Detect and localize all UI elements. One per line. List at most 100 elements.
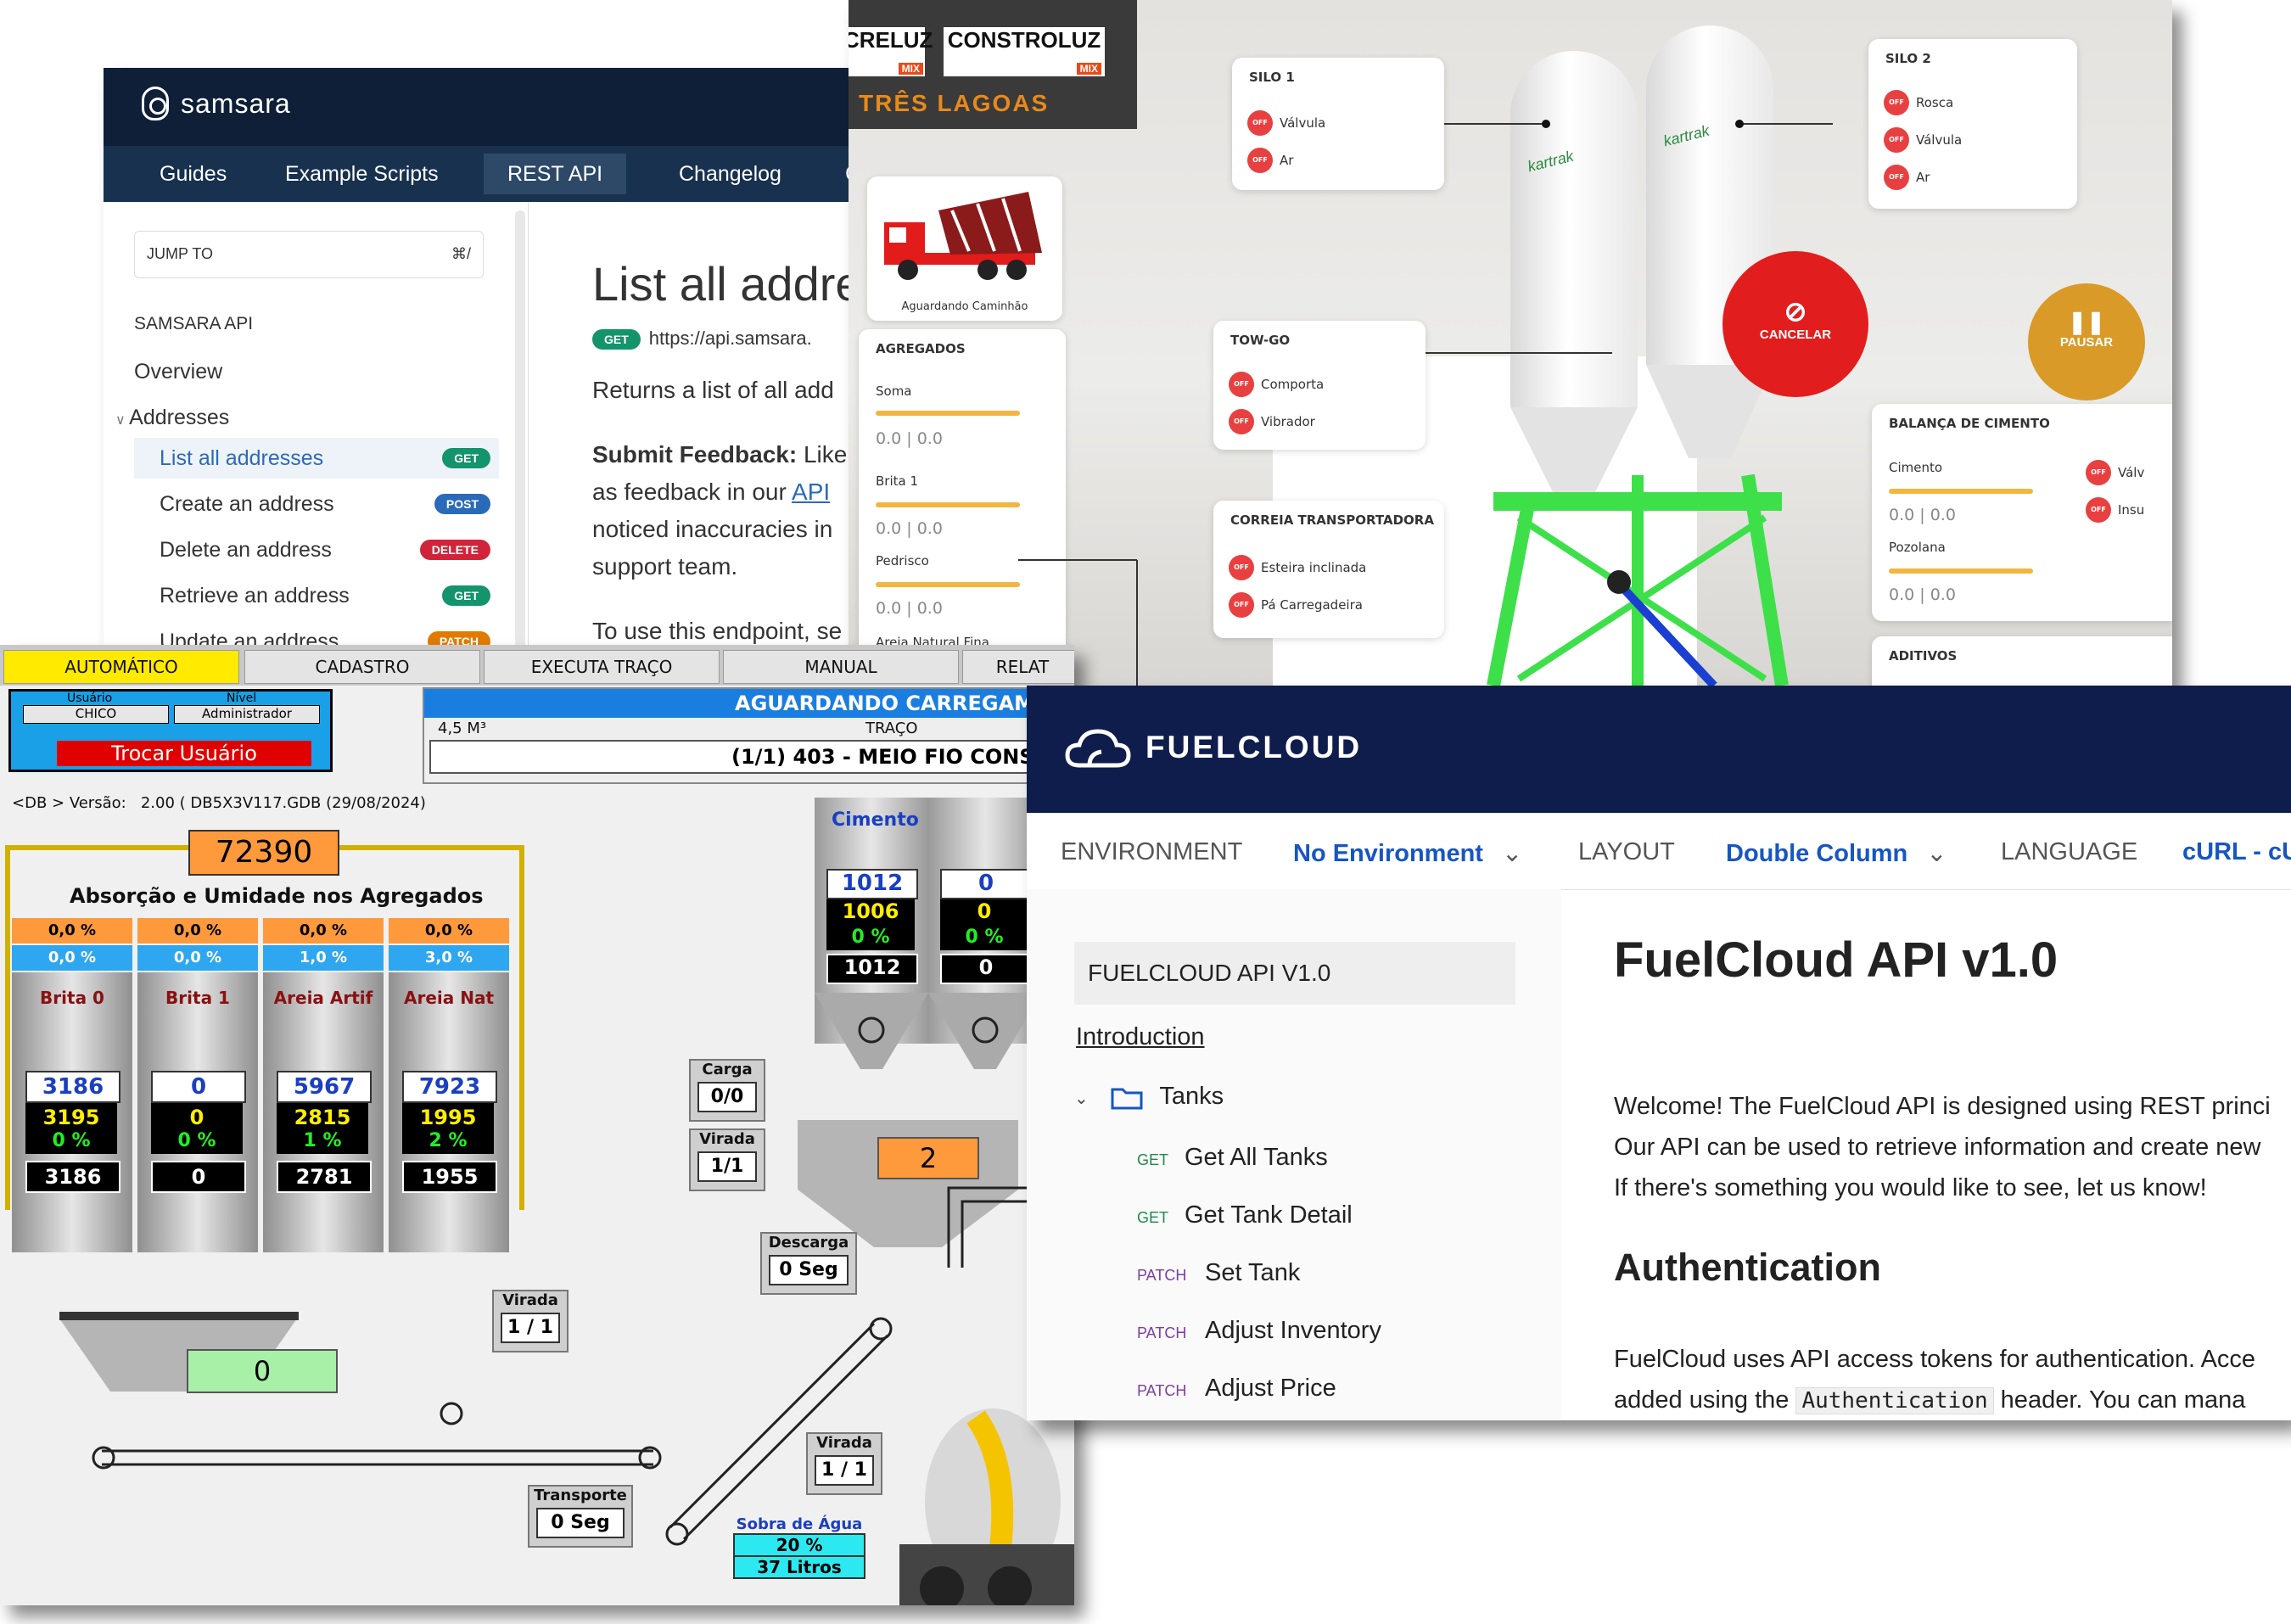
scada-batching-window: AUTOMÁTICO CADASTRO EXECUTA TRAÇO MANUAL… <box>0 645 1074 1605</box>
mixer-truck-icon <box>884 192 1042 280</box>
method-badge: GET <box>592 329 641 350</box>
api-link[interactable]: API <box>792 479 831 505</box>
cancel-button[interactable]: ⊘ CANCELAR <box>1722 251 1868 397</box>
cimento-value: 0.0 | 0.0 <box>1889 506 1956 524</box>
sidebar-item-delete-address[interactable]: Delete an address DELETE <box>134 529 499 570</box>
tab-automatico[interactable]: AUTOMÁTICO <box>3 650 239 684</box>
tab-rest-api[interactable]: REST API <box>484 154 627 194</box>
tab-relatorios[interactable]: RELAT <box>962 650 1074 684</box>
row-label: Ar <box>1280 153 1294 168</box>
environment-select[interactable]: No Environment⌄ <box>1293 838 1522 868</box>
soma-value: 0.0 | 0.0 <box>876 429 943 448</box>
off-status-icon: OFF <box>1884 90 1909 115</box>
tab-guides[interactable]: Guides <box>160 162 227 186</box>
sidebar-section-title: SAMSARA API <box>134 314 254 333</box>
info-box-value: 0 Seg <box>769 1255 849 1285</box>
cement-2-set: 0 <box>940 869 1032 899</box>
endpoint-url-text: https://api.samsara. <box>648 328 812 349</box>
pause-button[interactable]: ❚❚ PAUSAR <box>2028 283 2145 400</box>
pedrisco-value: 0.0 | 0.0 <box>876 599 943 618</box>
towgo-title: TOW-GO <box>1230 333 1291 348</box>
bin-name: Brita 1 <box>165 988 230 1008</box>
language-select[interactable]: cURL - cU <box>2182 838 2291 865</box>
sidebar-scrollbar[interactable] <box>515 210 525 662</box>
sidebar-item-introduction[interactable]: Introduction <box>1076 1023 1205 1050</box>
cimento-bar <box>1889 489 2033 494</box>
bin-moisture: 3,0 % <box>389 945 509 971</box>
intro-line-2: Our API can be used to retrieve informat… <box>1614 1134 2261 1161</box>
pozolana-value: 0.0 | 0.0 <box>1889 585 1956 604</box>
tab-changelog[interactable]: Changelog <box>679 162 781 186</box>
auth-heading: Authentication <box>1614 1246 1881 1289</box>
tab-cadastro[interactable]: CADASTRO <box>244 650 480 684</box>
sidebar-item-list-addresses[interactable]: List all addresses GET <box>134 438 499 479</box>
bin-real: 2781 <box>277 1161 372 1193</box>
sidebar-item-overview[interactable]: Overview <box>134 360 223 384</box>
tab-executa-traco[interactable]: EXECUTA TRAÇO <box>484 650 720 684</box>
construluz-mix: MIX <box>1076 63 1101 75</box>
soma-label: Soma <box>876 384 912 399</box>
feedback-text: Submit Feedback: Like <box>592 436 847 473</box>
layout-select[interactable]: Double Column⌄ <box>1726 838 1947 868</box>
switch-user-button[interactable]: Trocar Usuário <box>57 741 311 766</box>
fuelcloud-docs-window: FUELCLOUD ENVIRONMENT No Environment⌄ LA… <box>1027 686 2291 1420</box>
bin-name: Areia Artif <box>273 988 373 1008</box>
aditivos-title: ADITIVOS <box>1889 648 1958 664</box>
pedrisco-bar <box>876 582 1020 587</box>
truck-status-card: Aguardando Caminhão <box>867 176 1062 321</box>
api-version-heading[interactable]: FUELCLOUD API V1.0 <box>1074 942 1515 1005</box>
method-label: GET <box>1137 1151 1169 1168</box>
info-box-value: 1 / 1 <box>501 1313 560 1343</box>
usage-text: To use this endpoint, se <box>592 618 843 644</box>
scale-value: 0 <box>187 1349 338 1393</box>
bin-name: Brita 0 <box>40 988 104 1008</box>
sidebar-item-retrieve-address[interactable]: Retrieve an address GET <box>134 575 499 616</box>
jump-to-search[interactable]: JUMP TO ⌘/ <box>134 231 484 278</box>
tab-manual[interactable]: MANUAL <box>723 650 959 684</box>
endpoint-name: Get All Tanks <box>1185 1144 1328 1171</box>
bin-moisture: 0,0 % <box>137 945 258 971</box>
off-status-icon: OFF <box>1884 127 1909 153</box>
sidebar-folder-tanks[interactable]: ⌄ Tanks <box>1074 1083 1224 1111</box>
cement-2-current: 0 <box>940 899 1028 928</box>
tab-example-scripts[interactable]: Example Scripts <box>285 162 439 186</box>
feedback-label: Submit Feedback: <box>592 441 798 468</box>
samsara-logo[interactable]: samsara <box>142 87 291 120</box>
info-box-value: 1 / 1 <box>815 1455 874 1486</box>
method-label: PATCH <box>1137 1382 1187 1399</box>
off-status-icon: OFF <box>1229 555 1254 580</box>
environment-value: No Environment <box>1293 840 1483 867</box>
bin-setpoint: 3186 <box>25 1071 120 1103</box>
feedback-line-2: noticed inaccuracies in <box>592 516 833 542</box>
fuelcloud-header: FUELCLOUD <box>1027 686 2291 813</box>
sidebar-item-create-address[interactable]: Create an address POST <box>134 484 499 524</box>
sidebar-item-label: Delete an address <box>160 538 332 562</box>
info-box-label: Descarga <box>768 1234 849 1252</box>
chevron-down-icon: ⌄ <box>1926 840 1947 867</box>
sidebar-item-label: Create an address <box>160 492 334 516</box>
total-weight: 72390 <box>188 830 339 876</box>
off-status-icon: OFF <box>1247 110 1273 136</box>
sidebar-group-addresses[interactable]: ∨ Addresses <box>115 406 229 430</box>
endpoint-get-all-tanks[interactable]: GET Get All Tanks <box>1137 1144 1328 1172</box>
